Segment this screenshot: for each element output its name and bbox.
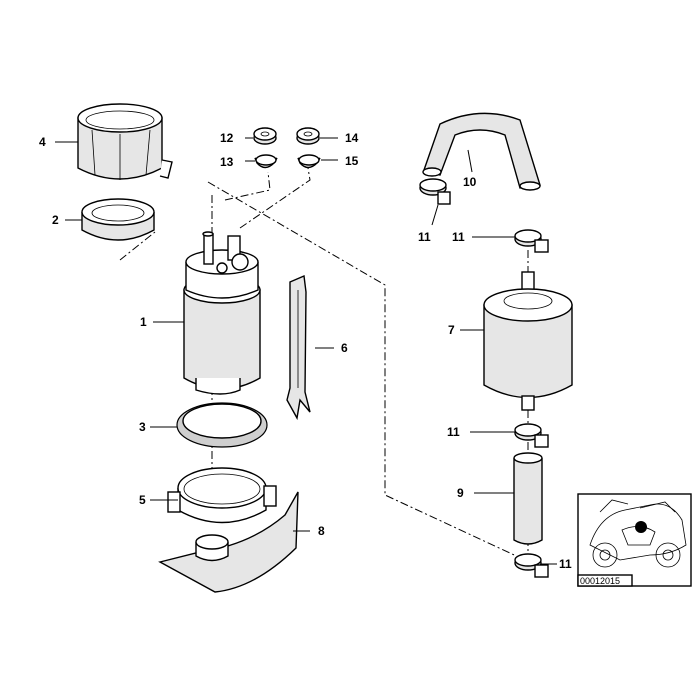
part-13-washer [254, 154, 278, 169]
part-6-tool [286, 274, 311, 421]
inset-motorcycle: 00012015 [577, 493, 692, 587]
callout-2: 2 [52, 213, 59, 227]
callout-6: 6 [341, 341, 348, 355]
leader-lines [55, 137, 557, 565]
callout-12: 12 [220, 131, 234, 145]
part-1-fuel-pump [183, 231, 261, 395]
part-7-fuel-filter [483, 271, 573, 411]
part-5-clamp-bracket [167, 467, 277, 524]
callout-10: 10 [463, 175, 477, 189]
part-11-clamp-c [514, 423, 549, 448]
part-2-ring [81, 198, 155, 241]
callout-11-b: 11 [452, 230, 465, 244]
callout-8: 8 [318, 524, 325, 538]
callout-3: 3 [139, 420, 146, 434]
callout-4: 4 [39, 135, 46, 149]
inset-reference-code: 00012015 [580, 576, 620, 586]
callout-1: 1 [140, 315, 147, 329]
callout-14: 14 [345, 131, 359, 145]
part-10-hose [422, 112, 541, 191]
part-4-cap [77, 103, 173, 180]
part-14-nut [296, 127, 320, 145]
part-15-washer [297, 154, 321, 169]
callout-11-d: 11 [559, 557, 572, 571]
callout-7: 7 [448, 323, 455, 337]
part-11-clamp-b [514, 229, 549, 253]
part-9-hose-piece [513, 452, 543, 545]
callout-15: 15 [345, 154, 359, 168]
callout-labels: 4 2 1 3 5 6 8 12 13 14 15 10 11 11 7 11 … [39, 131, 572, 571]
callout-13: 13 [220, 155, 234, 169]
part-3-seal-ring [176, 402, 268, 448]
callout-9: 9 [457, 486, 464, 500]
part-11-clamp-d [514, 553, 549, 578]
part-11-clamp-a [419, 178, 451, 205]
callout-11-c: 11 [447, 425, 460, 439]
callout-5: 5 [139, 493, 146, 507]
part-8-holder [158, 491, 299, 593]
location-marker-icon [635, 521, 647, 533]
callout-11-a: 11 [418, 230, 431, 244]
part-12-nut [253, 127, 277, 145]
